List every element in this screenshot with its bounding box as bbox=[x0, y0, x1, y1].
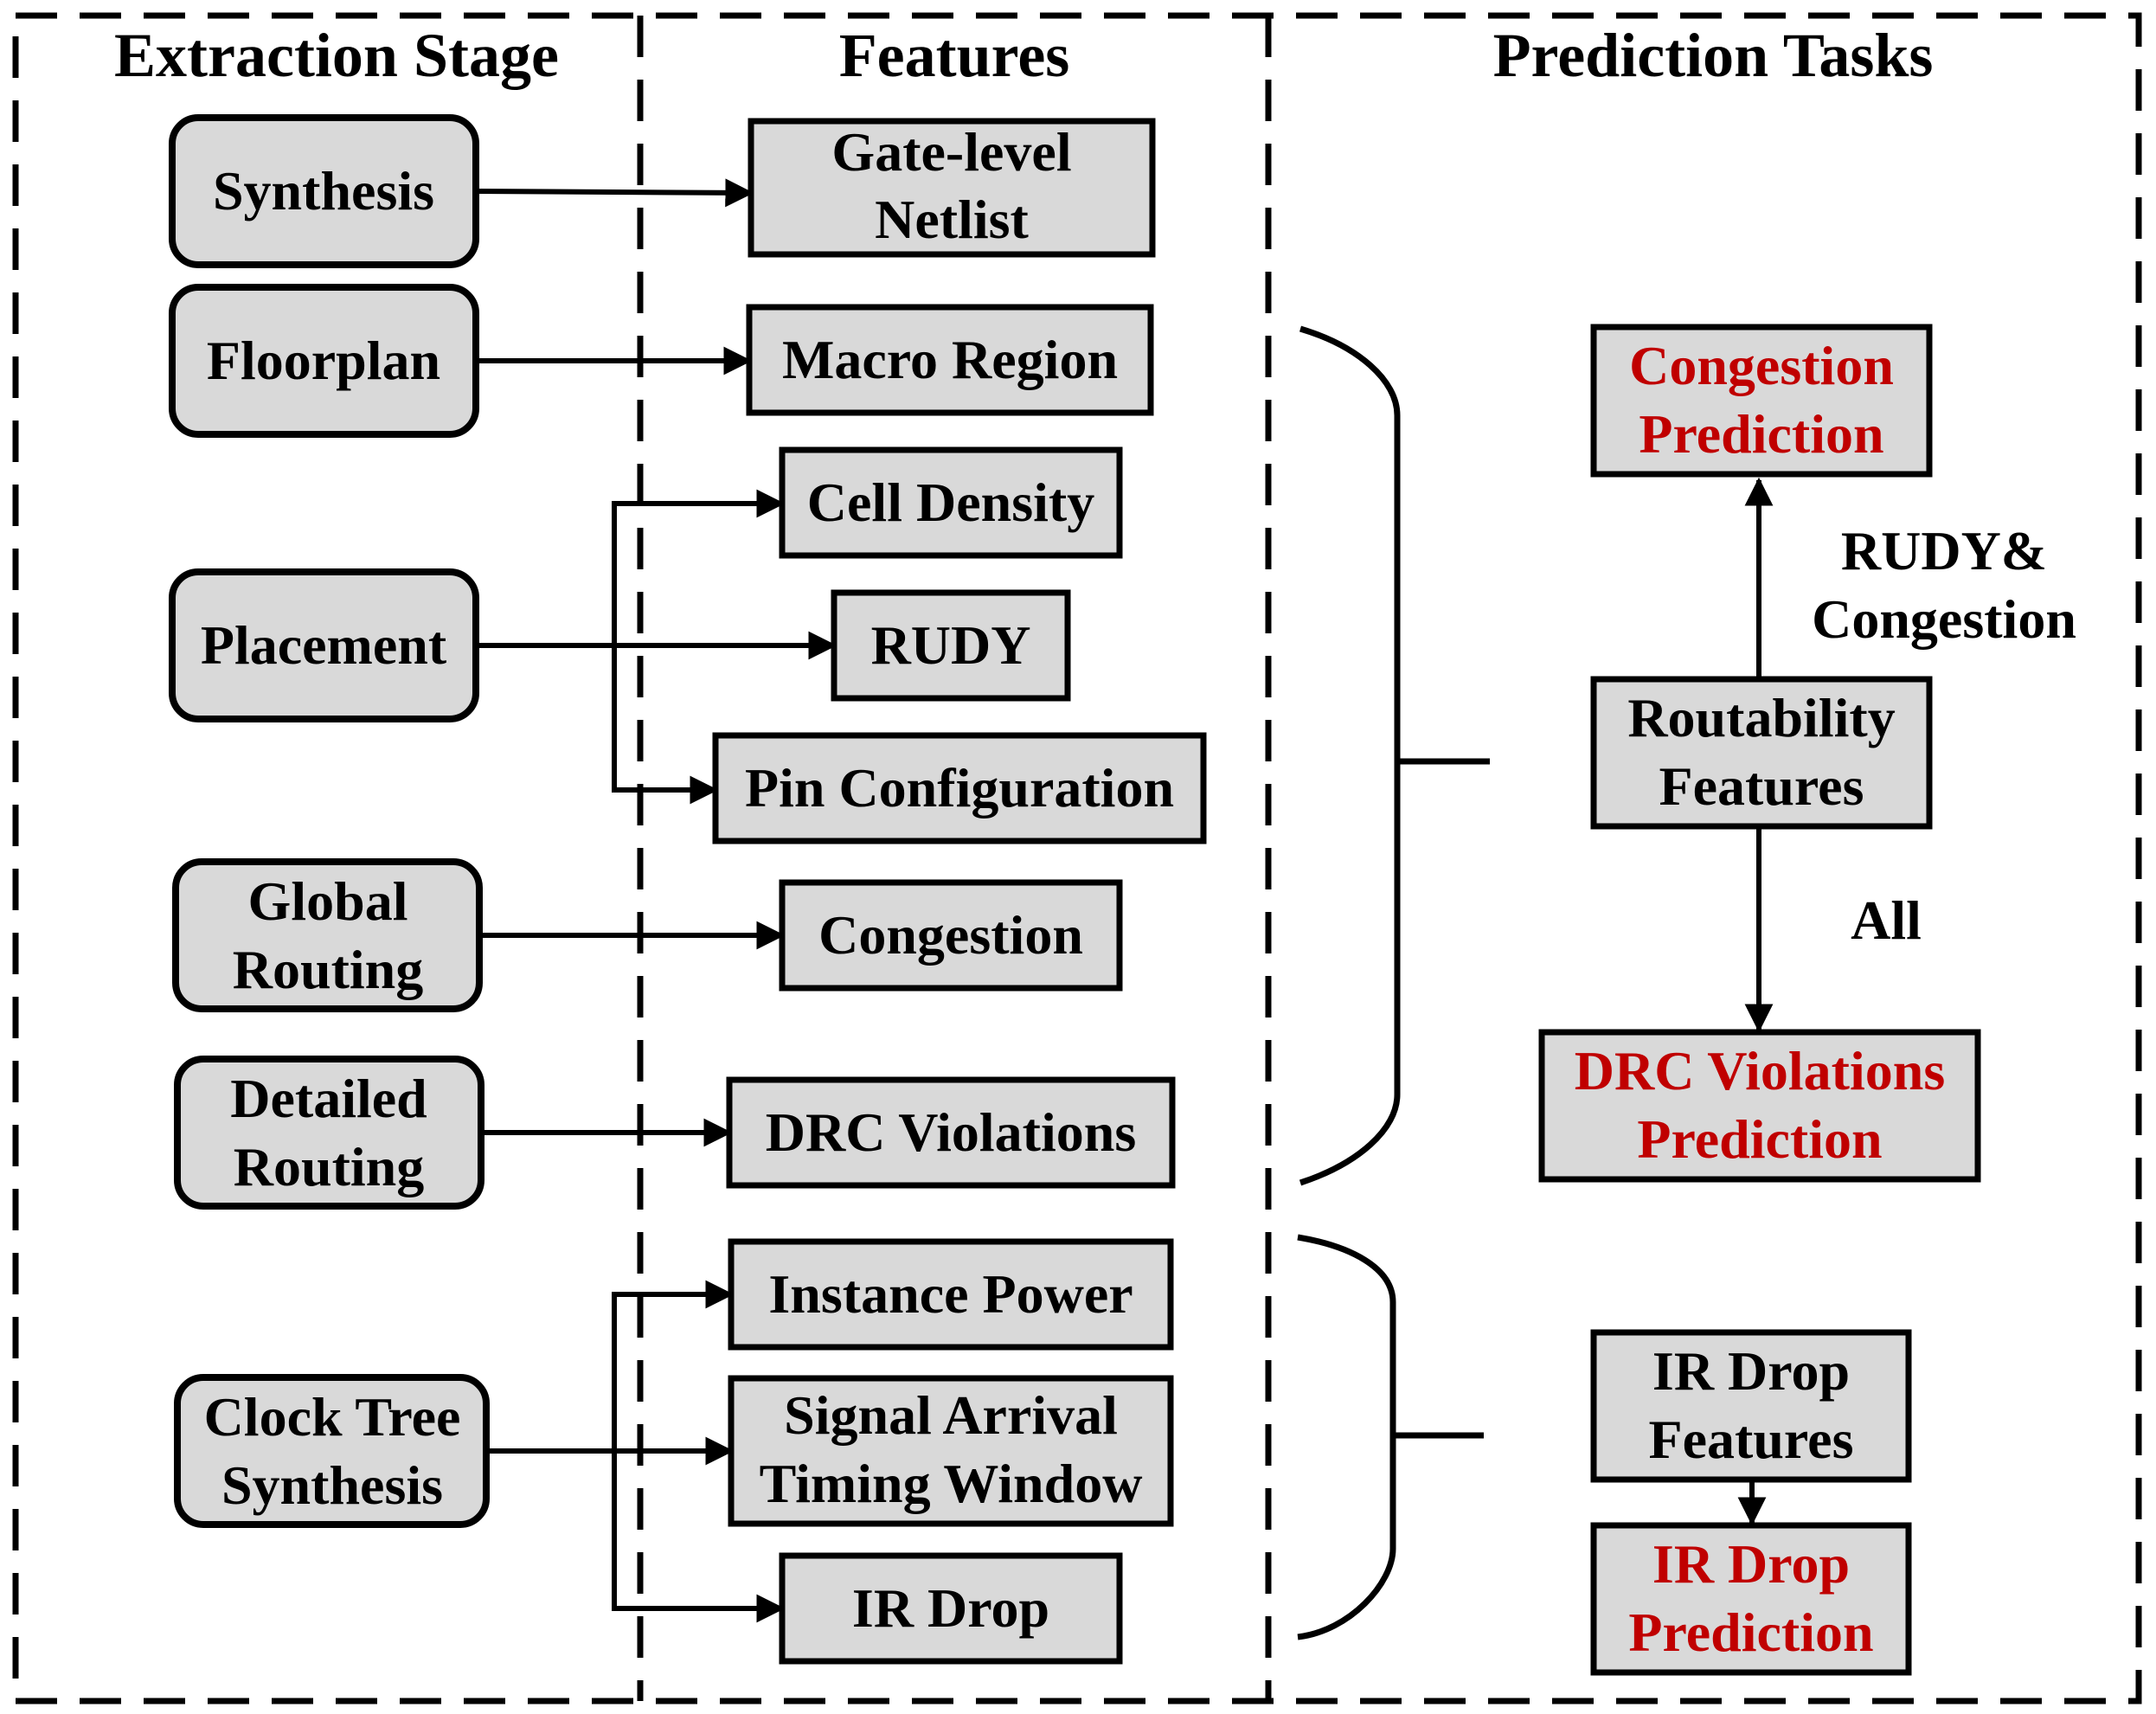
feature-rudy-label: RUDY bbox=[871, 614, 1031, 676]
task-congestion-prediction-line-2: Prediction bbox=[1639, 403, 1883, 465]
stage-floorplan-label: Floorplan bbox=[207, 330, 440, 391]
arrow-synthesis-to-netlist bbox=[475, 178, 754, 208]
feature-drc-violations: DRC Violations bbox=[726, 1076, 1176, 1189]
feature-cell-density: Cell Density bbox=[779, 446, 1123, 559]
stage-detailed-routing: Detailed Routing bbox=[174, 1056, 484, 1210]
stage-global-routing-box bbox=[172, 858, 483, 1012]
feature-signal-arrival-timing-window-box bbox=[728, 1375, 1174, 1527]
column-frames bbox=[12, 12, 2142, 1704]
stage-floorplan: Floorplan bbox=[169, 284, 479, 438]
feature-macro-region-label: Macro Region bbox=[782, 329, 1118, 390]
feature-pin-configuration-label: Pin Configuration bbox=[745, 757, 1174, 818]
task-ir-drop-features-line-2: Features bbox=[1649, 1409, 1854, 1470]
feature-macro-region-box bbox=[746, 304, 1154, 416]
stage-synthesis-box bbox=[169, 114, 479, 268]
stage-global-routing-line-1: Global bbox=[248, 870, 408, 932]
outer-frame bbox=[12, 12, 2142, 1704]
stage-global-routing-line-2: Routing bbox=[233, 939, 424, 1000]
task-drc-violations-prediction-line-1: DRC Violations bbox=[1575, 1040, 1946, 1101]
task-ir-drop-prediction-line-2: Prediction bbox=[1628, 1602, 1873, 1663]
feature-ir-drop: IR Drop bbox=[779, 1552, 1123, 1665]
header-prediction-tasks: Prediction Tasks bbox=[1493, 21, 1934, 90]
task-routability-features-box bbox=[1590, 676, 1933, 830]
stage-synthesis: Synthesis bbox=[169, 114, 479, 268]
feature-congestion: Congestion bbox=[779, 879, 1123, 992]
label-all: All bbox=[1851, 889, 1922, 951]
feature-pin-configuration: Pin Configuration bbox=[712, 732, 1207, 844]
stage-detailed-routing-line-1: Detailed bbox=[230, 1068, 427, 1129]
arrow-cts-to-ir-drop bbox=[612, 1451, 786, 1623]
feature-signal-arrival-line-1: Signal Arrival bbox=[784, 1384, 1118, 1446]
task-routability-features-line-2: Features bbox=[1659, 755, 1864, 817]
header-extraction-stage: Extraction Stage bbox=[114, 21, 559, 90]
feature-gate-level-netlist-line-2: Netlist bbox=[875, 189, 1029, 250]
task-ir-drop-features: IR Drop Features bbox=[1590, 1329, 1912, 1483]
stage-detailed-routing-line-2: Routing bbox=[234, 1136, 425, 1197]
task-ir-drop-features-box bbox=[1590, 1329, 1912, 1483]
arrow-placement-to-pin-configuration bbox=[612, 645, 719, 805]
feature-gate-level-netlist-line-1: Gate-level bbox=[831, 121, 1071, 183]
feature-gate-level-netlist: Gate-level Netlist bbox=[748, 118, 1156, 258]
feature-cell-density-label: Cell Density bbox=[807, 472, 1094, 533]
label-rudy-congestion-line-1: RUDY& bbox=[1841, 520, 2047, 581]
feature-cell-density-box bbox=[779, 446, 1123, 559]
braces bbox=[1297, 325, 1490, 1640]
task-congestion-prediction: Congestion Prediction bbox=[1590, 324, 1933, 478]
task-routability-features-line-1: Routability bbox=[1627, 687, 1895, 748]
label-rudy-congestion: RUDY& Congestion bbox=[1812, 520, 2076, 650]
task-drc-violations-prediction: DRC Violations Prediction bbox=[1538, 1029, 1981, 1183]
routability-brace bbox=[1299, 325, 1401, 1186]
stage-clock-tree-synthesis-line-1: Clock Tree bbox=[204, 1386, 461, 1448]
stage-placement-label: Placement bbox=[201, 614, 447, 676]
task-congestion-prediction-line-1: Congestion bbox=[1629, 335, 1894, 396]
stage-clock-tree-synthesis-box bbox=[174, 1374, 490, 1528]
feature-rudy: RUDY bbox=[831, 589, 1071, 702]
feature-instance-power-box bbox=[728, 1238, 1174, 1351]
header-features: Features bbox=[839, 21, 1070, 90]
feature-ir-drop-label: IR Drop bbox=[852, 1577, 1049, 1639]
feature-gate-level-netlist-box bbox=[748, 118, 1156, 258]
feature-rudy-box bbox=[831, 589, 1071, 702]
stage-clock-tree-synthesis-line-2: Synthesis bbox=[221, 1454, 443, 1516]
features-column: Gate-level Netlist Macro Region Cell Den… bbox=[712, 118, 1207, 1665]
feature-congestion-label: Congestion bbox=[818, 904, 1083, 966]
feature-signal-arrival-timing-window: Signal Arrival Timing Window bbox=[728, 1375, 1174, 1527]
stage-clock-tree-synthesis: Clock Tree Synthesis bbox=[174, 1374, 490, 1528]
feature-ir-drop-box bbox=[779, 1552, 1123, 1665]
task-ir-drop-prediction-box bbox=[1590, 1522, 1912, 1676]
feature-macro-region: Macro Region bbox=[746, 304, 1154, 416]
task-ir-drop-prediction-line-1: IR Drop bbox=[1652, 1533, 1850, 1595]
task-ir-drop-features-line-1: IR Drop bbox=[1652, 1340, 1850, 1402]
task-drc-violations-prediction-box bbox=[1538, 1029, 1981, 1183]
task-drc-violations-prediction-line-2: Prediction bbox=[1637, 1108, 1882, 1170]
feature-signal-arrival-line-2: Timing Window bbox=[760, 1453, 1143, 1514]
connectors bbox=[475, 178, 1774, 1623]
feature-congestion-box bbox=[779, 879, 1123, 992]
stage-synthesis-label: Synthesis bbox=[213, 160, 434, 221]
stage-detailed-routing-box bbox=[174, 1056, 484, 1210]
feature-pin-configuration-box bbox=[712, 732, 1207, 844]
feature-instance-power-label: Instance Power bbox=[768, 1263, 1133, 1325]
extraction-stage-column: Synthesis Floorplan Placement Global Rou… bbox=[169, 114, 490, 1528]
feature-drc-violations-box bbox=[726, 1076, 1176, 1189]
feature-drc-violations-label: DRC Violations bbox=[766, 1101, 1137, 1163]
task-congestion-prediction-box bbox=[1590, 324, 1933, 478]
stage-placement: Placement bbox=[169, 568, 479, 722]
feature-instance-power: Instance Power bbox=[728, 1238, 1174, 1351]
label-rudy-congestion-line-2: Congestion bbox=[1812, 588, 2076, 650]
task-routability-features: Routability Features bbox=[1590, 676, 1933, 830]
prediction-tasks-column: Congestion Prediction RUDY& Congestion R… bbox=[1538, 324, 2076, 1676]
ir-drop-brace bbox=[1297, 1234, 1396, 1640]
stage-floorplan-box bbox=[169, 284, 479, 438]
stage-placement-box bbox=[169, 568, 479, 722]
stage-global-routing: Global Routing bbox=[172, 858, 483, 1012]
column-headers: Extraction Stage Features Prediction Tas… bbox=[114, 21, 1933, 90]
task-ir-drop-prediction: IR Drop Prediction bbox=[1590, 1522, 1912, 1676]
